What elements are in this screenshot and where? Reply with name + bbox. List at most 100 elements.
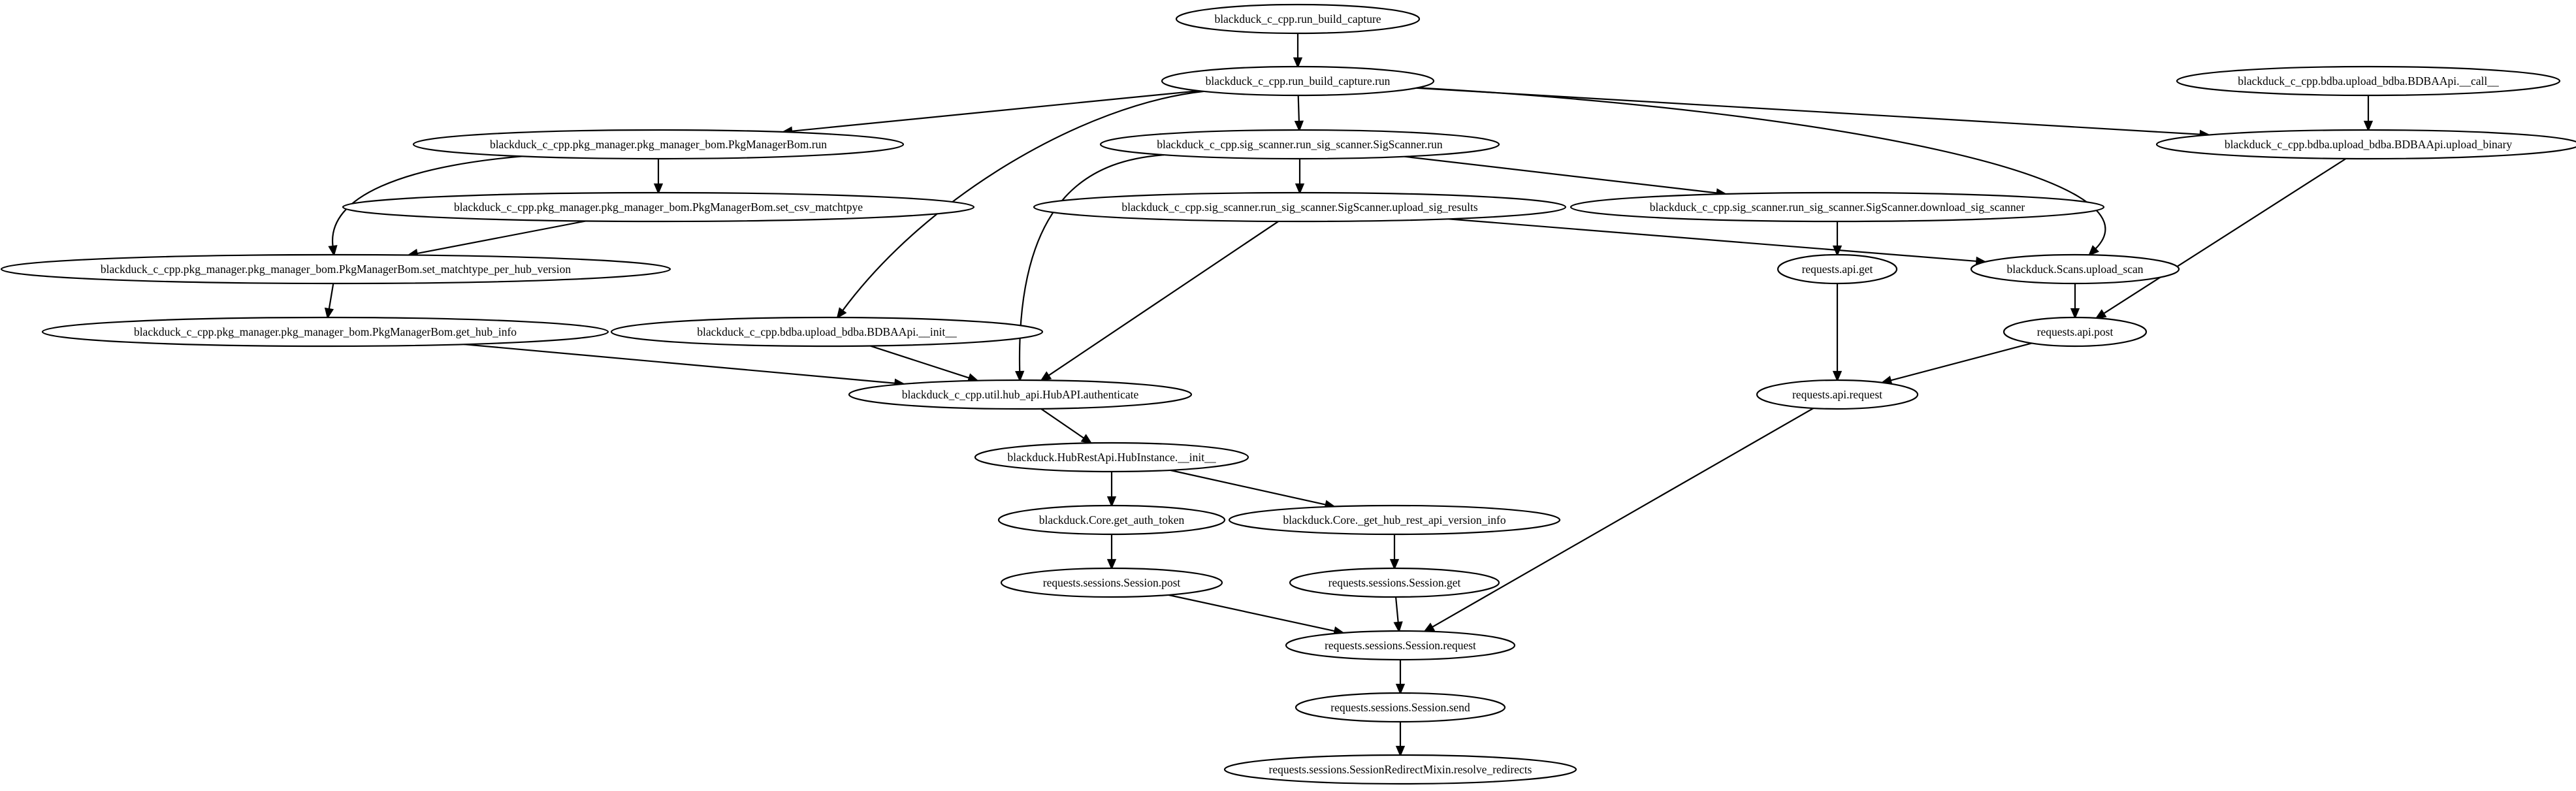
node-capture-run: blackduck_c_cpp.run_build_capture.run: [1161, 65, 1435, 97]
node-redirects: requests.sessions.SessionRedirectMixin.r…: [1223, 754, 1577, 785]
node-sess-send: requests.sessions.Session.send: [1295, 692, 1506, 723]
node-version-info: blackduck.Core._get_hub_rest_api_version…: [1228, 504, 1561, 536]
edge-line: [870, 345, 970, 379]
arrowhead-icon: [328, 245, 338, 257]
node-label: blackduck_c_cpp.pkg_manager.pkg_manager_…: [134, 325, 517, 338]
node-ellipse: [1777, 253, 1898, 285]
edge-auth_token-to-sess_post: [1106, 534, 1117, 570]
node-upload-sig: blackduck_c_cpp.sig_scanner.run_sig_scan…: [1033, 191, 1567, 223]
edge-upload_sig-to-upload_scan: [1448, 218, 1988, 266]
node-ellipse: [2155, 129, 2576, 160]
arrowhead-icon: [1015, 370, 1025, 382]
edge-matchtype-to-hub_info: [324, 283, 334, 319]
node-label: requests.sessions.Session.get: [1328, 576, 1461, 589]
edge-hub_info-to-auth: [464, 344, 906, 388]
edge-sig_run-to-download_sig: [1404, 155, 1728, 198]
node-sess-request: requests.sessions.Session.request: [1285, 630, 1516, 661]
arrowhead-icon: [1395, 683, 1406, 695]
node-matchtype: blackduck_c_cpp.pkg_manager.pkg_manager_…: [0, 253, 671, 285]
edge-line: [1432, 408, 1814, 628]
edge-line: [1404, 155, 1718, 194]
edge-capture_run-to-sig_run: [1294, 95, 1304, 132]
node-bdba-init: blackduck_c_cpp.bdba.upload_bdba.BDBAApi…: [610, 316, 1044, 347]
arrowhead-icon: [1395, 745, 1406, 757]
node-ellipse: [1756, 379, 1919, 410]
arrowhead-icon: [2087, 245, 2099, 257]
edge-line: [464, 344, 895, 384]
edge-bdba_call-to-bdba_upload: [2363, 95, 2374, 132]
arrowhead-icon: [1106, 558, 1117, 570]
node-label: blackduck_c_cpp.run_build_capture.run: [1206, 74, 1391, 88]
edge-line: [328, 283, 334, 310]
node-upload-scan: blackduck.Scans.upload_scan: [1970, 253, 2180, 285]
arrowhead-icon: [1832, 245, 1843, 257]
arrowhead-icon: [1106, 496, 1117, 508]
node-ellipse: [1033, 191, 1567, 223]
node-ellipse: [1285, 630, 1516, 661]
node-hub-instance: blackduck.HubRestApi.HubInstance.__init_…: [974, 442, 1249, 473]
node-api-post: requests.api.post: [2003, 316, 2148, 347]
node-label: blackduck_c_cpp.pkg_manager.pkg_manager_…: [490, 138, 827, 151]
node-pkg-run: blackduck_c_cpp.pkg_manager.pkg_manager_…: [412, 129, 905, 160]
node-ellipse: [1099, 129, 1500, 160]
node-ellipse: [1223, 754, 1577, 785]
edge-line: [791, 89, 1199, 132]
edge-line: [332, 155, 523, 247]
arrowhead-icon: [1423, 622, 1436, 632]
edge-capture_run-to-pkg_run: [781, 89, 1199, 136]
node-label: blackduck_c_cpp.pkg_manager.pkg_manager_…: [101, 263, 571, 276]
arrowhead-icon: [2070, 308, 2080, 319]
edge-capture-to-capture_run: [1293, 33, 1303, 69]
node-ellipse: [997, 504, 1226, 536]
edge-hub_instance-to-version_info: [1170, 469, 1336, 509]
edge-capture_run-to-upload_scan: [1417, 87, 2106, 257]
node-auth: blackduck_c_cpp.util.hub_api.HubAPI.auth…: [848, 379, 1193, 410]
node-bdba-call: blackduck_c_cpp.bdba.upload_bdba.BDBAApi…: [2176, 65, 2561, 97]
edge-sess_request-to-sess_send: [1395, 660, 1406, 695]
node-download-sig: blackduck_c_cpp.sig_scanner.run_sig_scan…: [1570, 191, 2105, 223]
arrowhead-icon: [653, 183, 664, 195]
edge-api_get-to-api_request: [1832, 283, 1843, 382]
node-label: requests.sessions.Session.request: [1325, 639, 1476, 652]
edge-sess_post-to-sess_request: [1168, 594, 1345, 636]
node-label: blackduck_c_cpp.bdba.upload_bdba.BDBAApi…: [697, 325, 957, 338]
arrowhead-icon: [2363, 120, 2374, 132]
node-ellipse: [1295, 692, 1506, 723]
node-csv: blackduck_c_cpp.pkg_manager.pkg_manager_…: [342, 191, 975, 223]
node-label: blackduck_c_cpp.sig_scanner.run_sig_scan…: [1121, 201, 1477, 214]
node-ellipse: [1228, 504, 1561, 536]
node-sess-get: requests.sessions.Session.get: [1289, 567, 1500, 598]
node-hub-info: blackduck_c_cpp.pkg_manager.pkg_manager_…: [41, 316, 609, 347]
node-ellipse: [1570, 191, 2105, 223]
arrowhead-icon: [1293, 57, 1303, 69]
node-label: blackduck_c_cpp.pkg_manager.pkg_manager_…: [454, 201, 863, 214]
node-capture: blackduck_c_cpp.run_build_capture: [1175, 3, 1421, 35]
edge-line: [417, 220, 586, 255]
edge-line: [1394, 596, 1399, 623]
edge-bdba_init-to-auth: [870, 345, 980, 383]
node-ellipse: [1000, 567, 1223, 598]
arrowhead-icon: [2095, 309, 2107, 319]
edge-csv-to-matchtype: [406, 220, 586, 258]
node-label: requests.api.post: [2037, 325, 2114, 338]
node-label: blackduck_c_cpp.bdba.upload_bdba.BDBAApi…: [2238, 74, 2499, 88]
edge-line: [1448, 218, 1977, 263]
arrowhead-icon: [1389, 558, 1400, 570]
node-label: blackduck.Core.get_auth_token: [1039, 513, 1185, 526]
node-ellipse: [1289, 567, 1500, 598]
edge-capture_run-to-bdba_init: [836, 90, 1204, 319]
node-ellipse: [412, 129, 905, 160]
arrowhead-icon: [1393, 621, 1403, 633]
edge-sess_send-to-redirects: [1395, 722, 1406, 757]
node-label: requests.api.request: [1792, 388, 1882, 401]
edge-sig_run-to-auth: [1015, 153, 1165, 382]
edge-upload_scan-to-api_post: [2070, 283, 2080, 319]
edge-line: [1048, 221, 1279, 376]
node-api-get: requests.api.get: [1777, 253, 1898, 285]
node-ellipse: [0, 253, 671, 285]
arrowhead-icon: [1295, 183, 1305, 195]
edge-auth-to-hub_instance: [1040, 408, 1093, 444]
node-label: blackduck_c_cpp.util.hub_api.HubAPI.auth…: [902, 388, 1139, 401]
node-ellipse: [974, 442, 1249, 473]
node-label: blackduck.HubRestApi.HubInstance.__init_…: [1007, 451, 1216, 464]
